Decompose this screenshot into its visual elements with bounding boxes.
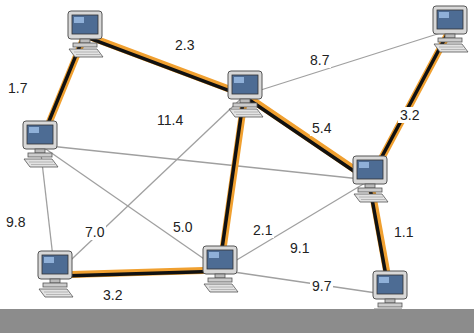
weight-label: 1.1 — [392, 224, 415, 240]
weight-label: 9.1 — [288, 240, 311, 256]
weight-label: 11.4 — [155, 112, 185, 128]
thin-links — [40, 30, 450, 295]
weight-label: 1.7 — [6, 80, 29, 96]
weight-label: 8.7 — [308, 52, 331, 68]
weight-label: 2.1 — [251, 222, 274, 238]
weight-label: 9.7 — [310, 278, 333, 294]
weight-label: 9.8 — [4, 214, 27, 230]
weight-label: 3.2 — [398, 107, 421, 123]
weight-label: 5.4 — [310, 120, 333, 136]
weight-label: 7.0 — [83, 224, 106, 240]
bottom-band — [0, 309, 474, 333]
weight-label: 2.3 — [173, 37, 196, 53]
weight-label: 3.2 — [101, 287, 124, 303]
weight-label: 5.0 — [171, 219, 194, 235]
computer-icons — [23, 6, 468, 317]
tree-links — [39, 30, 450, 291]
